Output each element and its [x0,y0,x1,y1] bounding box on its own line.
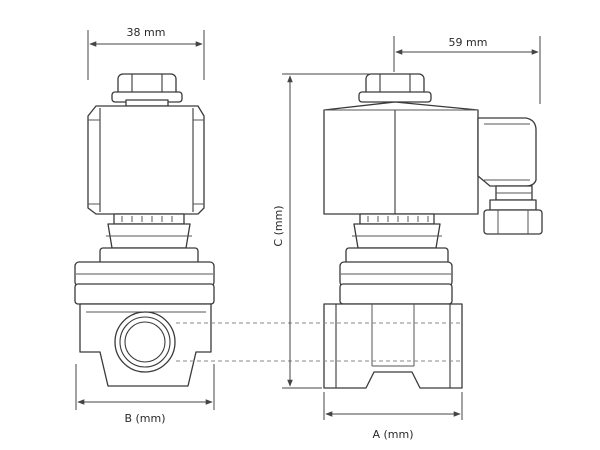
front-body [79,303,212,387]
dimension-height: C (mm) [272,73,372,389]
side-bonnet [339,213,453,305]
dimension-b: B (mm) [75,364,215,425]
dimension-width-front: 38 mm [87,26,205,80]
front-coil [87,105,205,215]
dimension-label-c: C (mm) [272,205,285,246]
dimension-label-38: 38 mm [127,26,166,39]
side-coil [323,101,479,215]
side-body [323,303,463,389]
dimension-a: A (mm) [323,392,463,441]
dimension-label-59: 59 mm [449,36,488,49]
front-bonnet [74,213,215,305]
side-connector [477,117,543,235]
dimension-label-a: A (mm) [372,428,413,441]
side-top-nut [358,73,432,103]
dimension-label-b: B (mm) [124,412,165,425]
side-view [323,73,543,389]
dimension-width-side: 59 mm [393,36,541,104]
front-view [74,73,215,387]
front-top-nut [111,73,183,107]
port-projection-lines [176,322,462,362]
